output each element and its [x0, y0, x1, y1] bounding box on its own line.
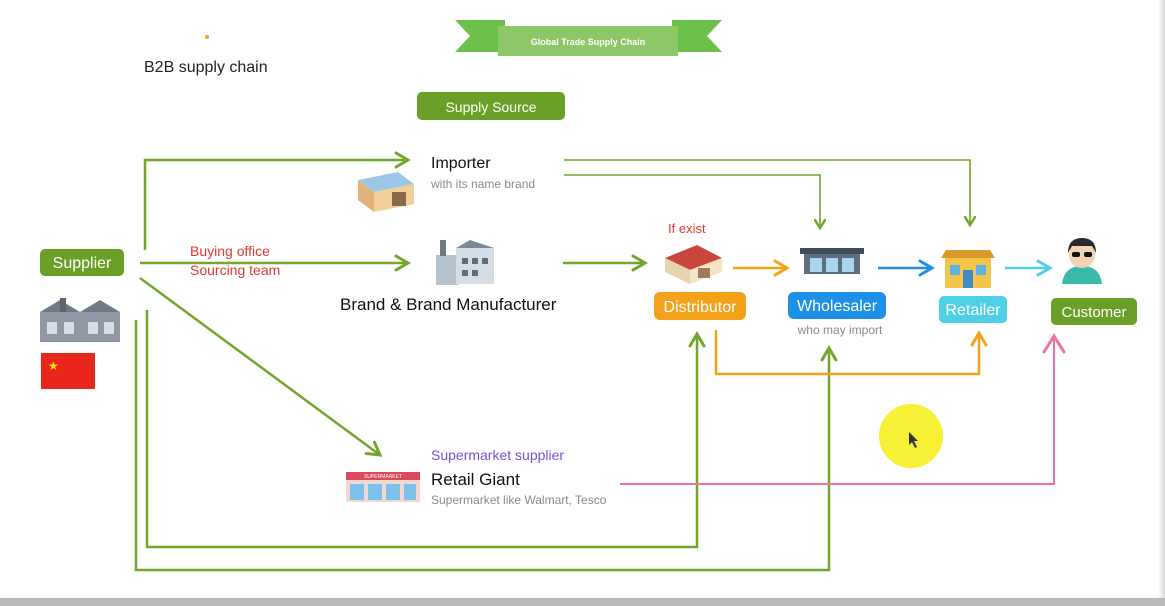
supermarket-supplier-label: Supermarket supplier	[431, 447, 564, 463]
importer-sublabel: with its name brand	[430, 177, 535, 191]
arrow-retail-giant-to-customer	[620, 333, 1066, 485]
if-exist-label: If exist	[668, 221, 706, 236]
supermarket-icon: SUPERMARKET	[346, 472, 420, 502]
cursor-highlight	[879, 404, 943, 468]
distributor-badge	[654, 292, 746, 320]
supply-source-badge	[417, 92, 565, 120]
retail-giant-sublabel: Supermarket like Walmart, Tesco	[431, 493, 607, 507]
supplier-badge	[40, 249, 124, 276]
person-with-sunglasses-icon	[1062, 238, 1102, 284]
customer-label: Customer	[1061, 304, 1126, 321]
small-dot	[205, 35, 209, 39]
supplier-label: Supplier	[53, 255, 112, 272]
arrow-supplier-to-retail-giant	[139, 276, 383, 457]
page-heading: B2B supply chain	[144, 59, 268, 76]
banner-title: Global Trade Supply Chain	[531, 37, 646, 47]
retailer-badge	[939, 296, 1007, 323]
warehouse-icon	[665, 245, 722, 284]
factory-icon	[40, 298, 120, 342]
orange-connectors	[714, 259, 988, 376]
arrow-supplier-to-distributor	[145, 310, 706, 549]
title-banner: Global Trade Supply Chain	[455, 20, 722, 56]
distributor-label: Distributor	[664, 299, 738, 316]
supply-source-label: Supply Source	[445, 99, 536, 115]
retailer-label: Retailer	[945, 302, 1001, 319]
arrow-importer-to-wholesaler	[564, 174, 820, 228]
arrow-supplier-to-wholesaler	[134, 320, 838, 572]
green-connectors	[134, 151, 970, 572]
arrow-supplier-to-importer	[143, 151, 411, 250]
sourcing-team-label: Sourcing team	[190, 262, 280, 278]
svg-text:★: ★	[48, 359, 59, 373]
bottom-bar	[0, 598, 1165, 606]
arrow-importer-to-retailer	[564, 159, 970, 225]
mouse-pointer-icon	[909, 432, 918, 448]
supermarket-sign: SUPERMARKET	[364, 474, 402, 480]
retail-giant-label: Retail Giant	[431, 470, 520, 489]
window-edge-shadow	[1158, 0, 1165, 598]
factory-building-icon	[436, 240, 494, 285]
customer-badge	[1051, 298, 1137, 325]
wholesaler-sublabel: who may import	[797, 323, 883, 337]
wholesaler-badge	[788, 292, 886, 319]
brand-manufacturer-label: Brand & Brand Manufacturer	[340, 295, 557, 314]
arrow-distributor-to-retailer	[714, 330, 988, 376]
shop-icon	[941, 250, 995, 288]
wholesaler-label: Wholesaler	[797, 298, 878, 315]
buying-office-label: Buying office	[190, 243, 270, 259]
importer-label: Importer	[431, 155, 491, 172]
warehouse-icon	[358, 172, 414, 212]
store-icon	[800, 248, 864, 274]
china-flag-icon: ★	[41, 353, 95, 389]
